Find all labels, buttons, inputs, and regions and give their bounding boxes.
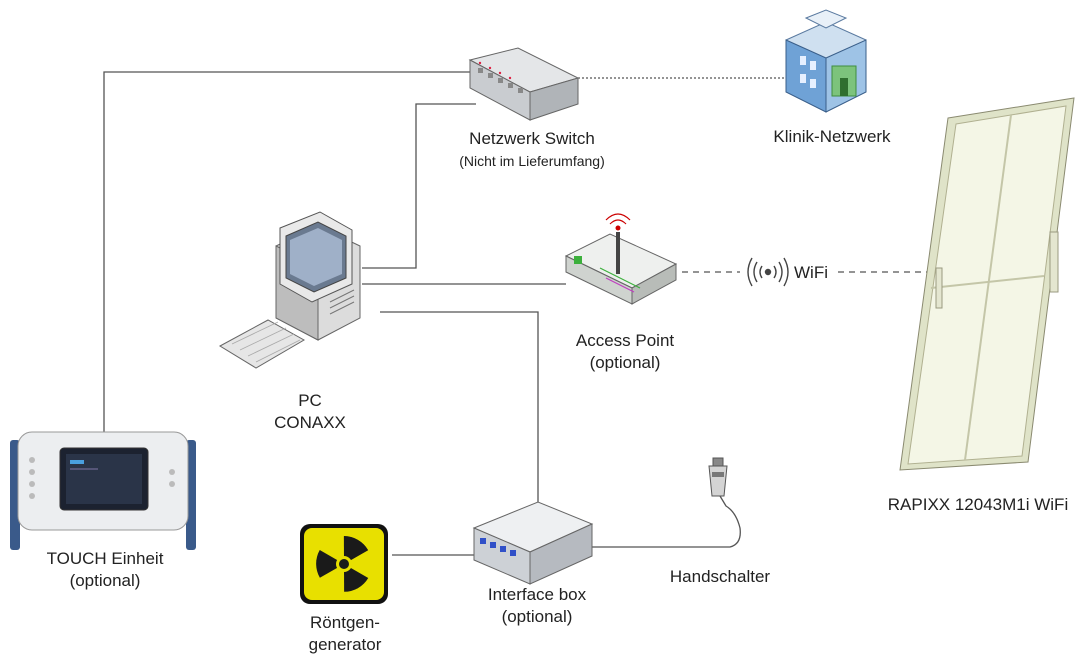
hand-switch-title: Handschalter bbox=[669, 567, 771, 586]
clinic-label: Klinik-Netzwerk bbox=[752, 126, 912, 148]
wifi-signal-icon bbox=[747, 257, 789, 287]
switch-note: (Nicht im Lieferumfang) bbox=[459, 153, 605, 169]
interface-box-icon bbox=[472, 501, 594, 585]
access-point-label: Access Point (optional) bbox=[550, 330, 700, 374]
xray-generator-line1: Röntgen- bbox=[310, 613, 380, 632]
interface-box-label: Interface box (optional) bbox=[462, 584, 612, 628]
detector-title: RAPIXX 12043M1i WiFi bbox=[887, 495, 1069, 514]
link-pc-interface bbox=[380, 311, 539, 502]
pc-line1: PC bbox=[298, 391, 322, 410]
touch-unit-icon bbox=[10, 431, 196, 550]
wifi-text: WiFi bbox=[794, 263, 828, 282]
clinic-title: Klinik-Netzwerk bbox=[773, 127, 891, 146]
clinic-building-icon bbox=[785, 9, 867, 113]
link-pc-switch bbox=[362, 103, 476, 269]
link-interface-handswitch bbox=[590, 495, 741, 548]
touch-line2: (optional) bbox=[69, 571, 141, 590]
interface-box-line2: (optional) bbox=[501, 607, 573, 626]
hand-switch-icon bbox=[708, 457, 728, 497]
connection-lines bbox=[103, 71, 932, 556]
xray-generator-label: Röntgen- generator bbox=[290, 612, 400, 656]
radiation-icon bbox=[300, 524, 388, 604]
link-touch-switch bbox=[103, 71, 470, 440]
hand-switch-label: Handschalter bbox=[650, 566, 790, 588]
pc-line2: CONAXX bbox=[274, 413, 346, 432]
switch-label: Netzwerk Switch (Nicht im Lieferumfang) bbox=[432, 128, 632, 172]
pc-label: PC CONAXX bbox=[250, 390, 370, 434]
touch-label: TOUCH Einheit (optional) bbox=[20, 548, 190, 592]
switch-title: Netzwerk Switch bbox=[469, 129, 595, 148]
access-point-line2: (optional) bbox=[589, 353, 661, 372]
wifi-label: WiFi bbox=[794, 262, 838, 284]
access-point-line1: Access Point bbox=[575, 331, 675, 350]
xray-generator-line2: generator bbox=[308, 635, 382, 654]
pc-icon bbox=[218, 211, 361, 369]
access-point-icon bbox=[564, 213, 678, 305]
touch-line1: TOUCH Einheit bbox=[46, 549, 164, 568]
interface-box-line1: Interface box bbox=[487, 585, 587, 604]
detector-label: RAPIXX 12043M1i WiFi bbox=[878, 494, 1078, 516]
network-switch-icon bbox=[468, 47, 580, 121]
flat-panel-detector-icon bbox=[899, 97, 1075, 471]
